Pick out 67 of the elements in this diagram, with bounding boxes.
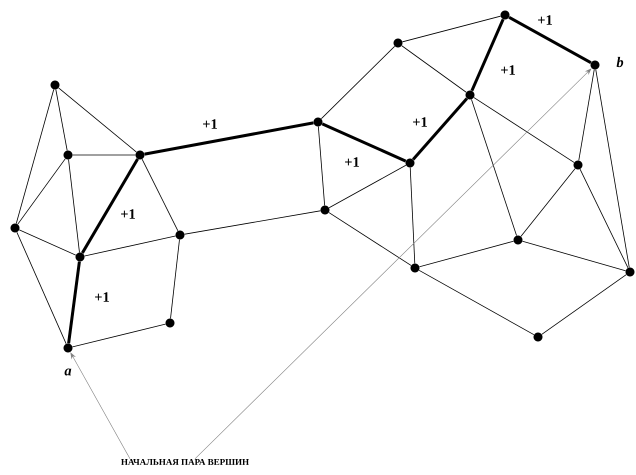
edge-line [522, 240, 626, 272]
edge-line [578, 69, 595, 161]
edge-line [402, 16, 501, 42]
edge-label: +1 [201, 118, 219, 130]
edge-line [142, 158, 178, 232]
edge-line [318, 126, 326, 206]
vertex-dot [514, 236, 522, 244]
edge-line [541, 274, 627, 335]
vertex-dot [320, 206, 330, 214]
vertex-dot [394, 38, 402, 48]
vertex-dot [64, 150, 72, 160]
edge-line [144, 121, 314, 156]
edge-line [471, 99, 517, 236]
edge-line [508, 16, 592, 64]
edge-line [580, 168, 628, 268]
edge-line [81, 158, 139, 254]
edge-line [328, 164, 406, 208]
vertex-dot [626, 268, 634, 276]
edge-line [474, 97, 574, 163]
vertex-dot [76, 252, 84, 262]
vertex-label: b [616, 56, 624, 68]
caption-text: НАЧАЛЬНАЯ ПАРА ВЕРШИН [121, 458, 249, 466]
edge-line [68, 159, 80, 253]
vertex-dot [314, 118, 322, 126]
edge-line [16, 232, 66, 344]
edge-line [322, 122, 406, 162]
edge-line [16, 89, 54, 224]
vertex-dot [410, 264, 420, 272]
edge-line [18, 230, 76, 256]
edge-line [418, 270, 534, 336]
vertex-dot [10, 224, 20, 232]
edge-line [412, 98, 468, 160]
edge-line [401, 45, 467, 93]
edge-label: +1 [119, 208, 137, 220]
vertex-dot [574, 160, 582, 170]
vertex-dot [466, 90, 474, 100]
edge-line [410, 167, 416, 264]
edge-line [595, 69, 630, 268]
edge-line [55, 89, 68, 151]
edge-line [72, 154, 136, 156]
edge-label: +1 [93, 291, 111, 303]
vertex-dot [534, 332, 542, 342]
edge-label: +1 [499, 64, 517, 76]
edge-line [520, 168, 576, 237]
vertex-dot [64, 344, 72, 352]
edge-label: +1 [536, 14, 554, 26]
vertex-dot [500, 10, 510, 20]
vertex-dot [50, 80, 60, 90]
edge-line [67, 261, 81, 344]
edge-line [320, 46, 396, 120]
edge-line [58, 88, 137, 152]
edge-line [470, 18, 504, 92]
edge-line [84, 236, 176, 256]
edge-label: +1 [343, 156, 361, 168]
vertex-dot [590, 60, 600, 70]
edge-line [17, 158, 66, 225]
vertex-dot [406, 158, 414, 168]
edge-line [170, 239, 180, 319]
edge-line [184, 210, 321, 235]
edge-line [419, 240, 514, 268]
vertex-label: a [64, 368, 72, 376]
vertex-dot [166, 318, 174, 328]
vertex-dot [176, 230, 184, 240]
edge-label: +1 [411, 116, 429, 128]
edge-line [72, 324, 166, 348]
vertex-dot [136, 150, 144, 160]
edge-line [328, 212, 412, 266]
